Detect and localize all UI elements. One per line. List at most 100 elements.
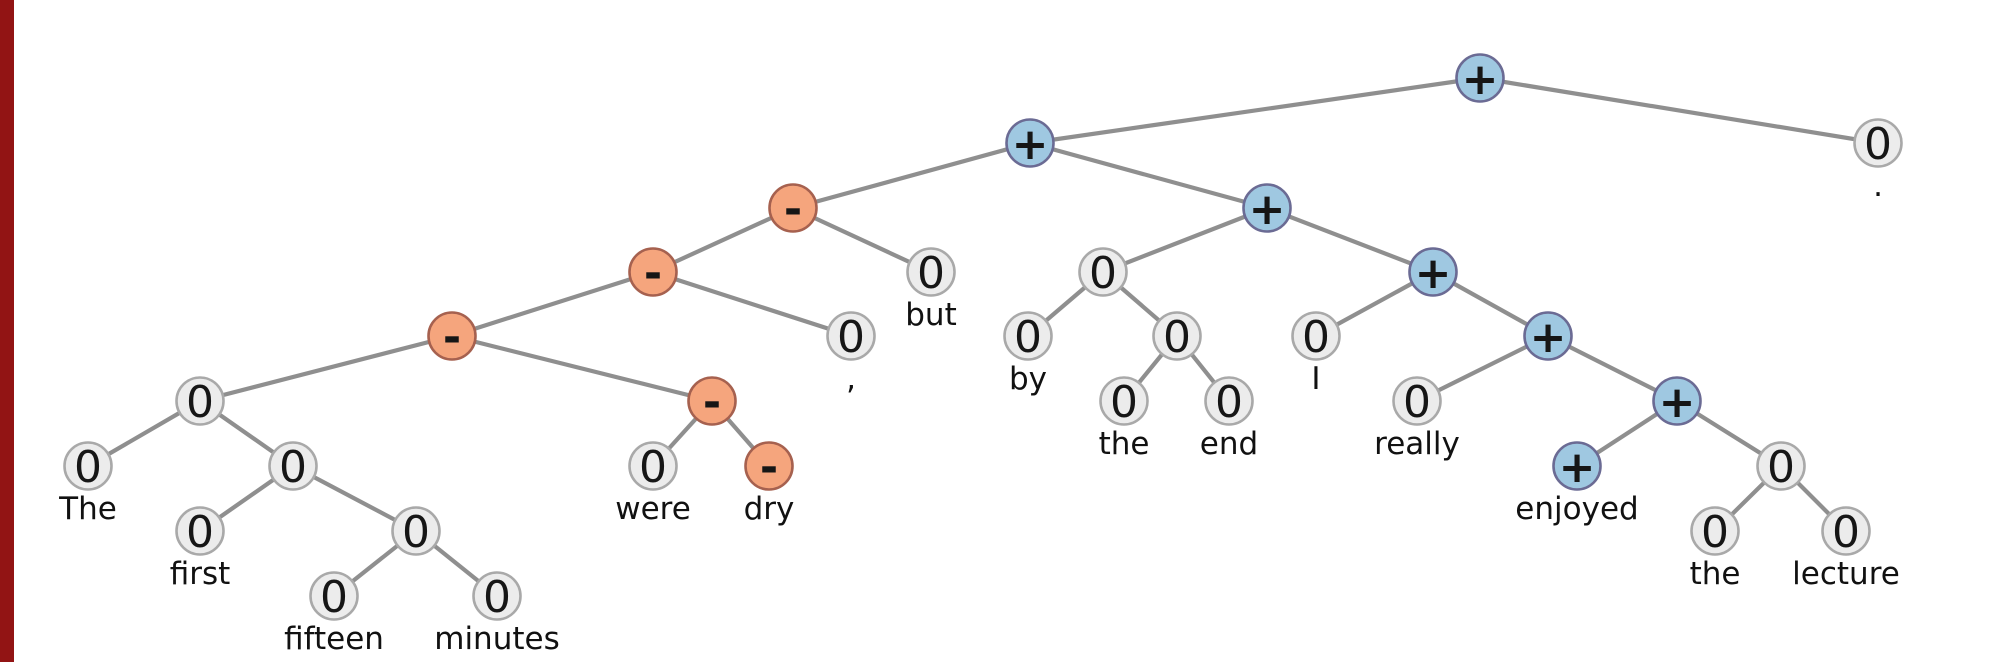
node-circle-neutral — [1078, 247, 1128, 297]
node-sentiment-label: - — [784, 184, 802, 235]
node-sentiment-label: 0 — [320, 572, 348, 623]
word-label-the: the — [1099, 426, 1150, 462]
node-circle-neutral — [906, 247, 956, 297]
positive-internal-node: + — [1455, 53, 1505, 105]
neutral-internal-node: 0 — [175, 376, 225, 428]
word-label-first: first — [170, 556, 231, 592]
word-label-were: were — [615, 491, 691, 527]
node-circle-negative — [687, 376, 737, 426]
node-circle-neutral — [1291, 311, 1341, 361]
neutral-internal-node: 0 — [391, 506, 441, 558]
neutral-internal-node: 0 — [1756, 441, 1806, 493]
node-sentiment-label: 0 — [1864, 119, 1892, 170]
node-circle-neutral — [268, 441, 318, 491]
leaf-node-really: 0 — [1392, 376, 1442, 428]
node-circle-neutral — [309, 571, 359, 621]
tree-edge — [1027, 75, 1483, 146]
node-sentiment-label: + — [1659, 377, 1696, 428]
node-sentiment-label: 0 — [279, 442, 307, 493]
node-sentiment-label: 0 — [639, 442, 667, 493]
node-circle-negative — [768, 183, 818, 233]
node-sentiment-label: 0 — [1701, 507, 1729, 558]
positive-internal-node: + — [1242, 183, 1292, 235]
tree-edge — [790, 205, 934, 275]
negative-internal-node: - — [687, 376, 737, 428]
node-sentiment-label: + — [1012, 119, 1049, 170]
node-sentiment-label: 0 — [1089, 248, 1117, 299]
tree-edge — [650, 205, 796, 275]
tree-edge — [790, 140, 1033, 211]
node-circle-neutral — [1392, 376, 1442, 426]
leaf-node-by: 0 — [1003, 311, 1053, 363]
leaf-node-lecture: 0 — [1821, 506, 1871, 558]
tree-edge — [1027, 140, 1270, 211]
node-circle-neutral — [1756, 441, 1806, 491]
tree-edge — [1264, 205, 1436, 275]
node-sentiment-label: 0 — [1832, 507, 1860, 558]
left-edge-accent-bar — [0, 0, 14, 662]
leaf-node-the: 0 — [1690, 506, 1740, 558]
node-circle-positive — [1005, 118, 1055, 168]
word-label-by: by — [1009, 361, 1047, 397]
leaf-node-the: 0 — [1099, 376, 1149, 428]
node-circle-positive — [1652, 376, 1702, 426]
node-sentiment-label: 0 — [483, 572, 511, 623]
leaf-node-were: 0 — [628, 441, 678, 493]
leaf-node-the: 0 — [63, 441, 113, 493]
leaf-node-fifteen: 0 — [309, 571, 359, 623]
node-sentiment-label: - — [443, 312, 461, 363]
node-sentiment-label: + — [1249, 184, 1286, 235]
node-circle-neutral — [1204, 376, 1254, 426]
neutral-internal-node: 0 — [268, 441, 318, 493]
positive-internal-node: + — [1005, 118, 1055, 170]
word-label-lecture: lecture — [1792, 556, 1900, 592]
node-sentiment-label: 0 — [1110, 377, 1138, 428]
node-circle-neutral — [1152, 311, 1202, 361]
tree-edge — [197, 333, 455, 404]
node-sentiment-label: - — [644, 248, 662, 299]
node-circle-neutral — [1821, 506, 1871, 556]
negative-internal-node: - — [628, 247, 678, 299]
node-sentiment-label: 0 — [1302, 312, 1330, 363]
node-circle-positive — [1455, 53, 1505, 103]
word-label-really: really — [1374, 426, 1460, 462]
tree-edge — [650, 269, 854, 339]
leaf-node-first: 0 — [175, 506, 225, 558]
node-sentiment-label: 0 — [837, 312, 865, 363]
positive-internal-node: + — [1408, 247, 1458, 299]
neutral-internal-node: 0 — [1152, 311, 1202, 363]
node-sentiment-label: 0 — [1014, 312, 1042, 363]
node-sentiment-label: + — [1415, 248, 1452, 299]
leaf-node-enjoyed: + — [1552, 441, 1602, 493]
leaf-node-period: 0 — [1853, 118, 1903, 170]
word-label-but: but — [905, 297, 956, 333]
word-label-period: . — [1873, 168, 1883, 204]
node-circle-neutral — [63, 441, 113, 491]
node-sentiment-label: - — [760, 442, 778, 493]
word-label-minutes: minutes — [434, 621, 559, 657]
node-sentiment-label: - — [703, 377, 721, 428]
word-label-comma: , — [846, 361, 856, 397]
negative-internal-node: - — [427, 311, 477, 363]
leaf-node-i: 0 — [1291, 311, 1341, 363]
leaf-node-end: 0 — [1204, 376, 1254, 428]
node-sentiment-label: 0 — [917, 248, 945, 299]
node-circle-positive — [1242, 183, 1292, 233]
node-circle-positive — [1408, 247, 1458, 297]
node-circle-neutral — [391, 506, 441, 556]
node-circle-neutral — [1099, 376, 1149, 426]
word-label-the: The — [58, 491, 117, 527]
node-circle-neutral — [175, 506, 225, 556]
word-label-dry: dry — [744, 491, 795, 527]
word-label-i: I — [1311, 361, 1320, 397]
node-circle-neutral — [628, 441, 678, 491]
tree-edge — [1477, 75, 1881, 146]
word-label-fifteen: fifteen — [284, 621, 384, 657]
node-circle-neutral — [472, 571, 522, 621]
node-sentiment-label: 0 — [1215, 377, 1243, 428]
word-label-end: end — [1200, 426, 1258, 462]
node-sentiment-label: + — [1530, 312, 1567, 363]
node-sentiment-label: 0 — [186, 377, 214, 428]
